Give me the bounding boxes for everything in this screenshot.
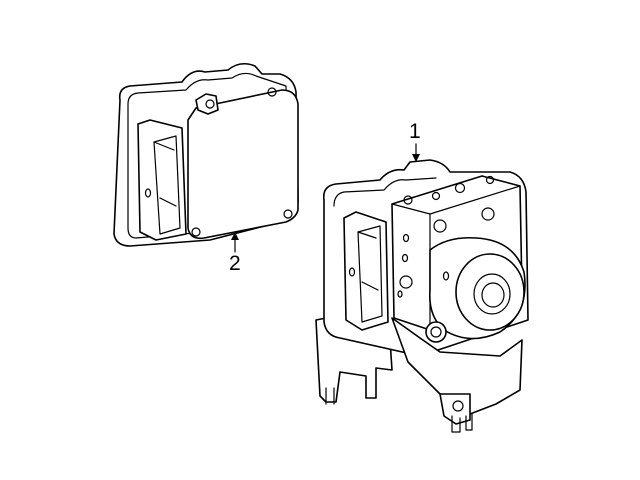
callout-1: 1 — [409, 120, 421, 143]
part-1-hydraulic-unit[interactable] — [315, 143, 529, 433]
part-2-control-module[interactable] — [113, 62, 299, 253]
callout-2: 2 — [229, 252, 241, 275]
